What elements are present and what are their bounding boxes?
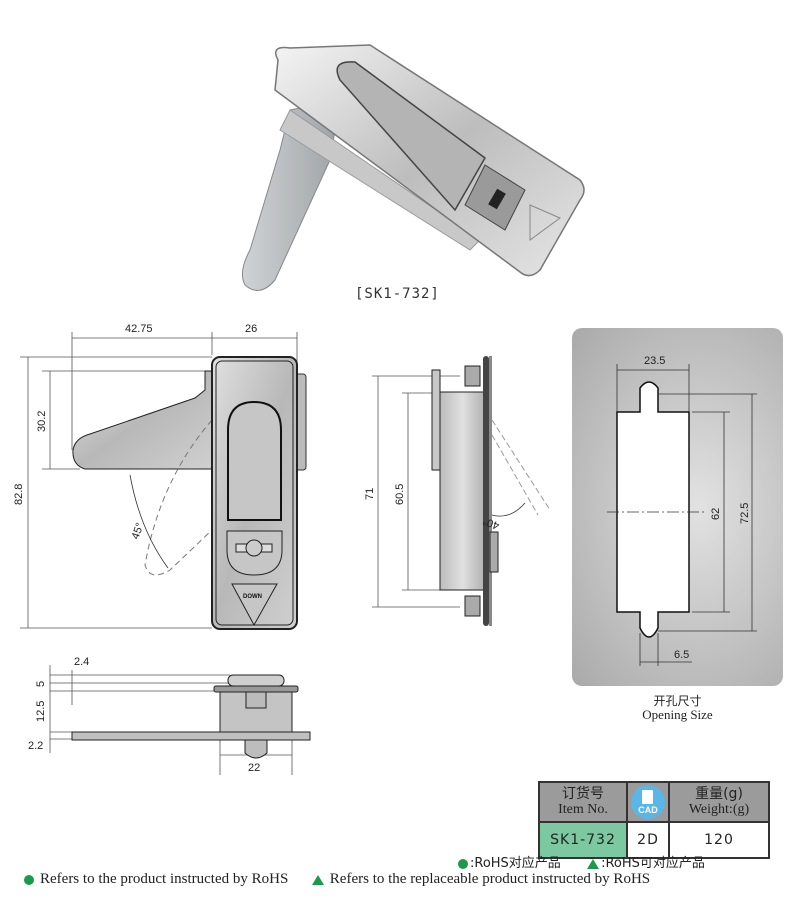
legend-replaceable-cn: :RoHS可对应产品 bbox=[601, 856, 705, 871]
dim-body-width: 26 bbox=[245, 323, 257, 335]
header-item-en: Item No. bbox=[558, 802, 608, 817]
dim-cap: 2.4 bbox=[74, 656, 89, 668]
dim-opening-outer-height: 72.5 bbox=[739, 503, 751, 524]
header-cad: CAD bbox=[626, 781, 670, 823]
spec-table-header: 订货号 Item No. CAD 重量(g) Weight:(g) bbox=[538, 781, 770, 823]
dim-body: 12.5 bbox=[35, 701, 47, 722]
replaceable-triangle-icon bbox=[587, 858, 600, 869]
bottom-view-drawing: 2.4 5 12.5 2.2 22 bbox=[28, 656, 311, 775]
front-view-drawing: 42.75 26 30.2 82.8 45° DOWN bbox=[13, 323, 307, 630]
dim-swing-angle: 45° bbox=[130, 521, 147, 541]
replaceable-triangle-icon bbox=[311, 874, 324, 885]
side-view-drawing: 71 60.5 40° bbox=[364, 356, 551, 626]
cad-label: CAD bbox=[638, 805, 658, 815]
header-weight-en: Weight:(g) bbox=[688, 802, 750, 817]
dim-open-angle: 40° bbox=[481, 514, 501, 531]
dim-opening-width: 23.5 bbox=[644, 355, 665, 367]
weight-cell: 120 bbox=[668, 821, 770, 859]
dim-width: 22 bbox=[248, 762, 260, 774]
legend-replaceable-en: Refers to the replaceable product instru… bbox=[329, 871, 651, 887]
cad-icon: CAD bbox=[631, 785, 665, 819]
dim-inner-height: 60.5 bbox=[394, 484, 406, 505]
dim-plate: 2.2 bbox=[28, 740, 43, 752]
dim-handle-width: 42.75 bbox=[125, 323, 153, 335]
table-row: SK1-732 2D 120 bbox=[538, 821, 770, 859]
legend-en: Refers to the product instructed by RoHS… bbox=[24, 871, 650, 888]
header-weight: 重量(g) Weight:(g) bbox=[668, 781, 770, 823]
product-model-caption: [SK1-732] bbox=[355, 286, 440, 302]
product-photo bbox=[241, 44, 585, 291]
header-item-cn: 订货号 bbox=[562, 786, 604, 802]
header-weight-cn: 重量(g) bbox=[695, 786, 743, 802]
cad-cell: 2D bbox=[626, 821, 670, 859]
rohs-dot-icon bbox=[24, 874, 34, 885]
legend-rohs-en: Refers to the product instructed by RoHS bbox=[40, 871, 289, 887]
dim-slot-width: 6.5 bbox=[674, 649, 689, 661]
dim-top: 5 bbox=[35, 681, 47, 687]
legend-cn: :RoHS对应产品 :RoHS可对应产品 bbox=[458, 852, 705, 871]
down-label: DOWN bbox=[243, 594, 262, 600]
opening-size-title-en: Opening Size bbox=[642, 707, 713, 722]
rohs-dot-icon bbox=[458, 858, 468, 869]
legend-rohs-cn: :RoHS对应产品 bbox=[470, 856, 561, 871]
dim-overall-height: 82.8 bbox=[13, 484, 25, 505]
item-no-cell: SK1-732 bbox=[538, 821, 628, 859]
dim-outer-height: 71 bbox=[364, 488, 376, 500]
spec-table: 订货号 Item No. CAD 重量(g) Weight:(g) SK1-73… bbox=[538, 781, 770, 859]
opening-size-drawing: 23.5 62 72.5 6.5 bbox=[607, 355, 757, 666]
dim-opening-inner-height: 62 bbox=[710, 508, 722, 520]
header-item-no: 订货号 Item No. bbox=[538, 781, 628, 823]
opening-size-title-cn: 开孔尺寸 bbox=[653, 694, 702, 708]
dim-handle-height: 30.2 bbox=[36, 411, 48, 432]
